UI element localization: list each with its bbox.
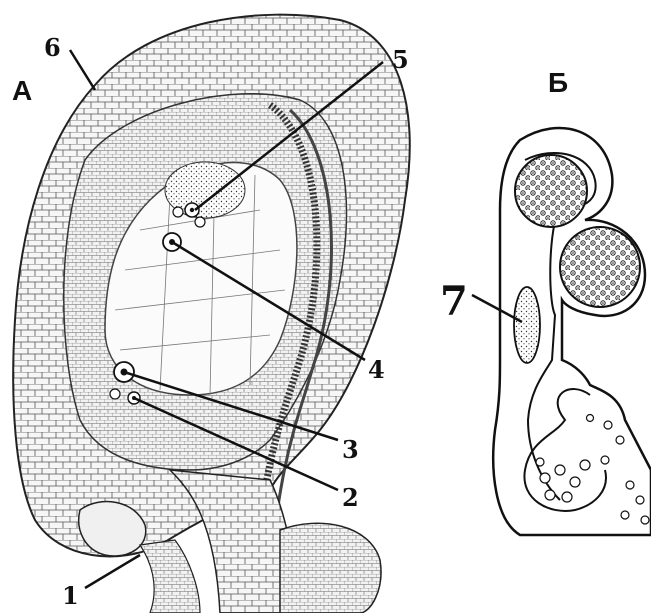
leader-6 [70, 50, 95, 90]
pollen-sac-upper [515, 155, 587, 227]
label-7: 7 [440, 278, 468, 325]
leader-1 [85, 555, 140, 588]
placenta [280, 523, 381, 613]
stippled-region [514, 287, 540, 363]
pollen-sac-middle [560, 227, 640, 307]
anther-schematic [472, 128, 651, 535]
panel-label-b: Б [548, 67, 568, 98]
label-2: 2 [342, 483, 359, 512]
label-1: 1 [62, 581, 79, 610]
panel-label-a: А [12, 75, 32, 106]
ovule-section [13, 15, 410, 613]
label-3: 3 [342, 435, 359, 464]
label-5: 5 [392, 45, 409, 74]
label-6: 6 [44, 33, 61, 62]
label-4: 4 [368, 355, 385, 384]
